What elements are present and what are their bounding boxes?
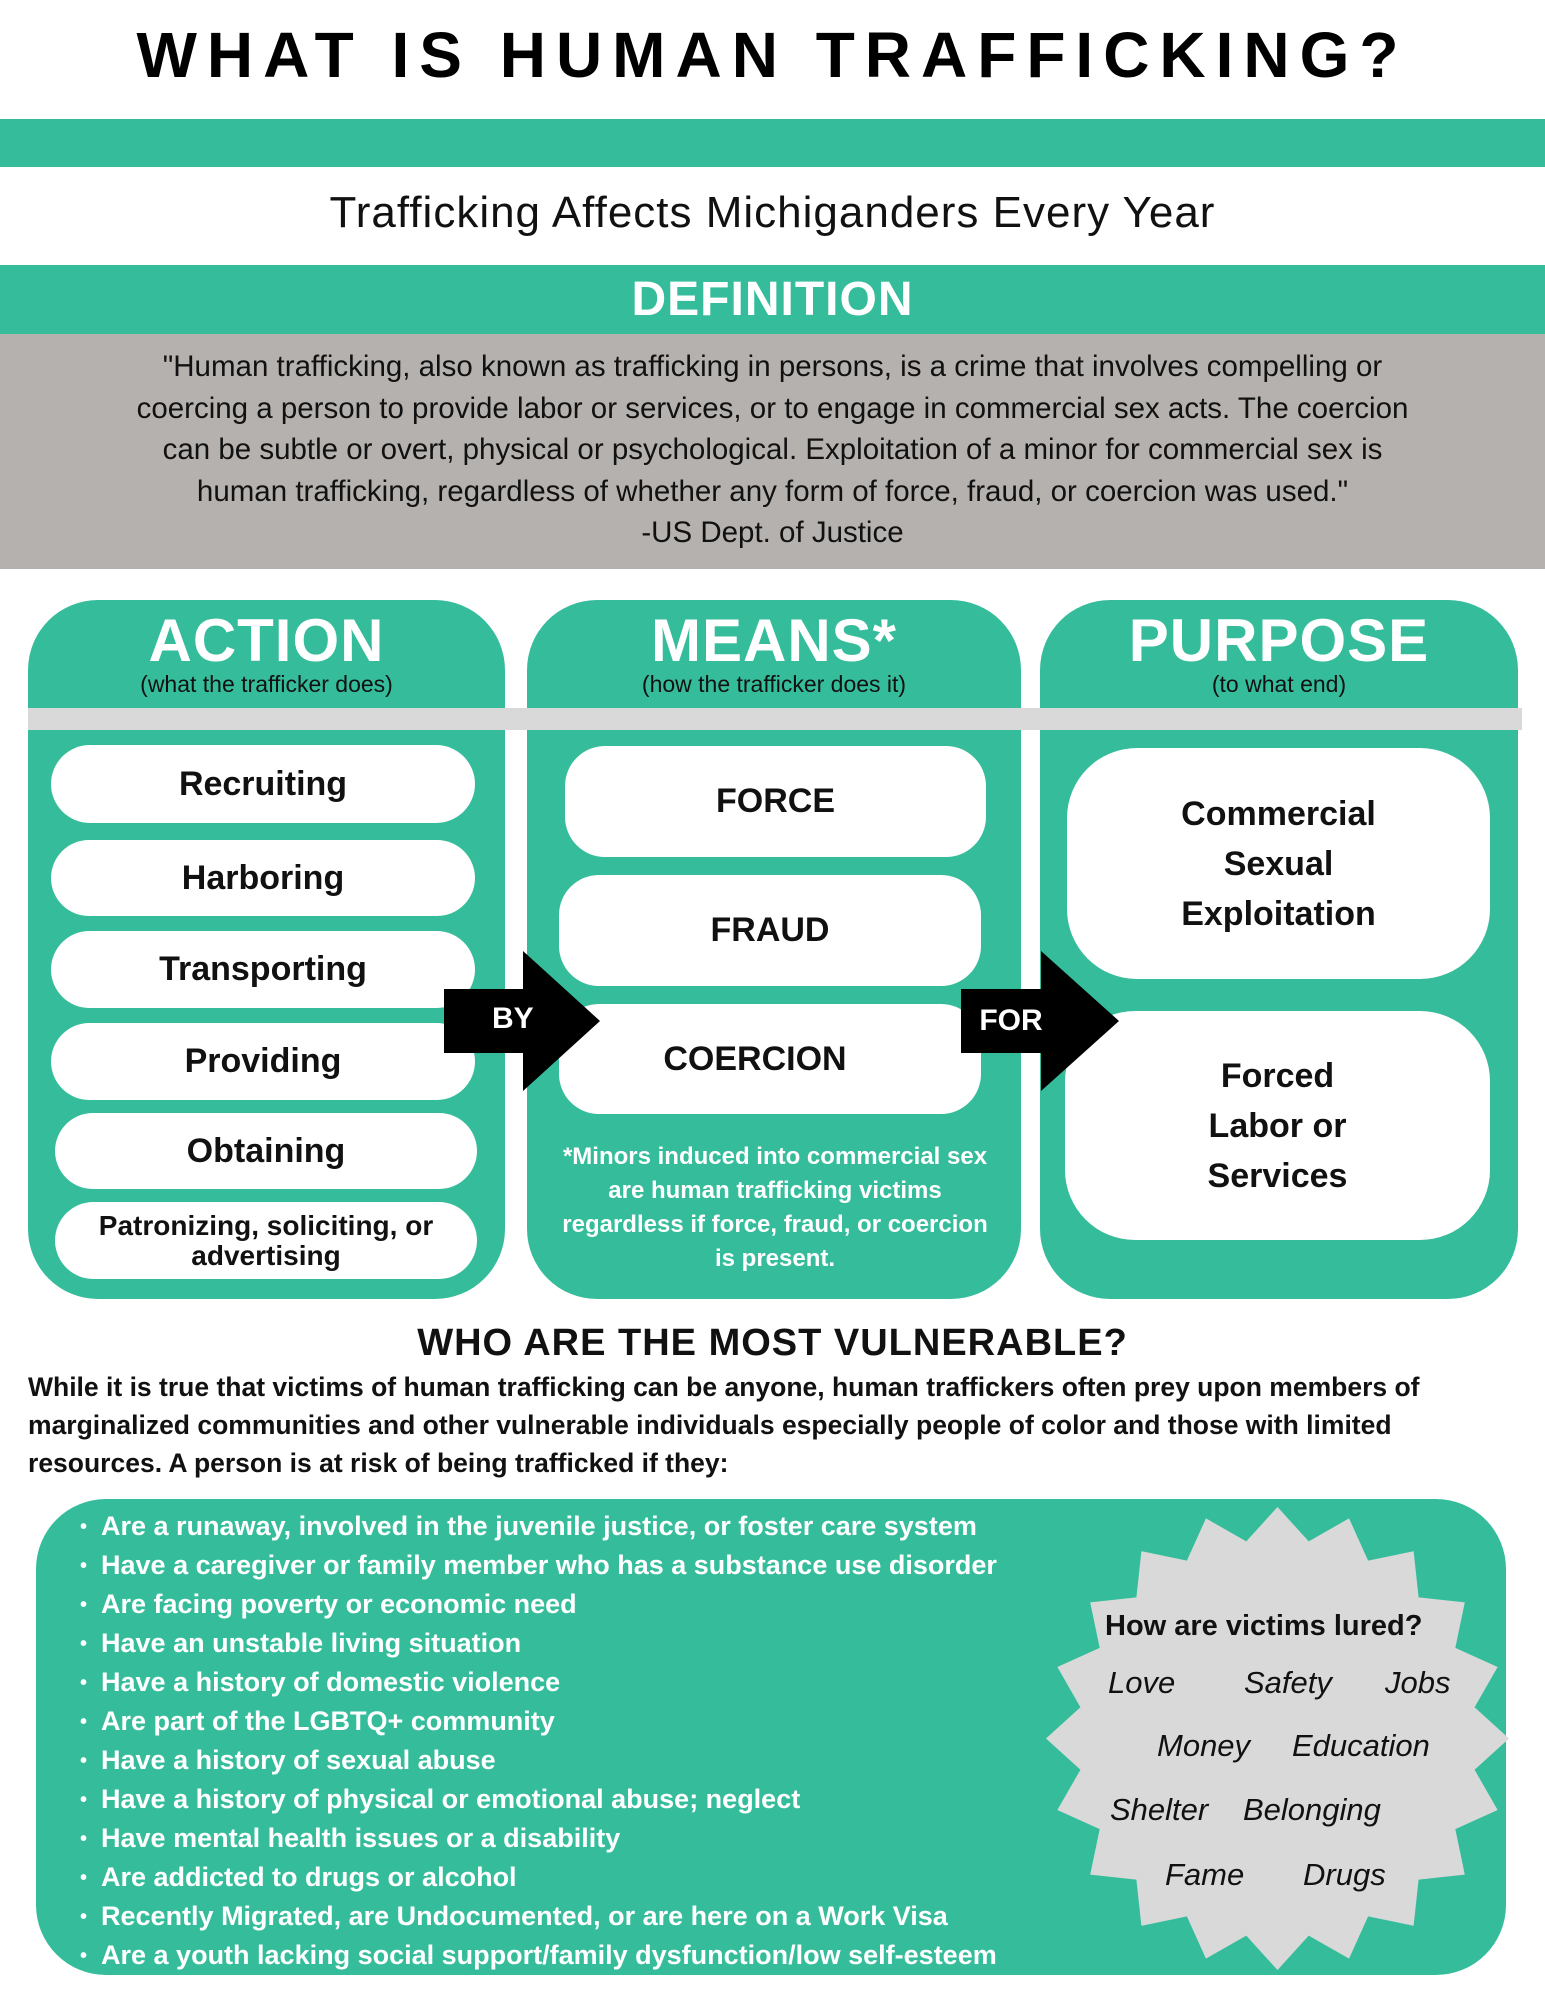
definition-line: can be subtle or overt, physical or psyc…: [162, 433, 1383, 466]
lures-heading: How are victims lured?: [1105, 1610, 1423, 1642]
minors-note: *Minors induced into commercial sex are …: [562, 1143, 988, 1272]
lure-word: Belonging: [1243, 1792, 1381, 1827]
lure-word: Money: [1157, 1728, 1251, 1763]
means-item: COERCION: [559, 1004, 981, 1114]
list-item: Have a caregiver or family member who ha…: [80, 1546, 997, 1585]
definition-line: "Human trafficking, also known as traffi…: [162, 350, 1383, 383]
list-item: Are a runaway, involved in the juvenile …: [80, 1507, 997, 1546]
lure-word: Drugs: [1303, 1857, 1386, 1892]
means-title: MEANS*: [650, 607, 898, 674]
lure-word: Fame: [1165, 1857, 1245, 1892]
list-item: Have an unstable living situation: [80, 1624, 997, 1663]
means-item: FORCE: [565, 746, 986, 857]
definition-line: human trafficking, regardless of whether…: [196, 474, 1349, 508]
purpose-title: PURPOSE: [1128, 607, 1430, 674]
action-item: Patronizing, soliciting, or advertising: [55, 1202, 477, 1279]
list-item: Recently Migrated, are Undocumented, or …: [80, 1897, 997, 1936]
list-item: Have a history of physical or emotional …: [80, 1780, 997, 1819]
list-item: Are part of the LGBTQ+ community: [80, 1702, 997, 1741]
action-item: Obtaining: [55, 1113, 477, 1189]
definition-heading: DEFINITION: [0, 265, 1545, 334]
means-subtitle: (how the trafficker does it): [641, 671, 907, 697]
for-label: FOR: [979, 1004, 1043, 1037]
for-arrow-icon: [961, 951, 1119, 1091]
purpose-item: Forced Labor or Services: [1065, 1011, 1490, 1240]
lure-word: Safety: [1244, 1665, 1332, 1700]
action-title: ACTION: [148, 607, 385, 674]
lure-word: Education: [1292, 1728, 1430, 1763]
action-item: Providing: [51, 1023, 475, 1100]
action-subtitle: (what the trafficker does): [140, 671, 393, 697]
definition-box: "Human trafficking, also known as traffi…: [0, 334, 1545, 569]
subtitle: Trafficking Affects Michiganders Every Y…: [329, 188, 1216, 237]
list-item: Have mental health issues or a disabilit…: [80, 1819, 997, 1858]
list-item: Are a youth lacking social support/famil…: [80, 1936, 997, 1975]
page-title: WHAT IS HUMAN TRAFFICKING?: [136, 19, 1409, 91]
divider-bar: [28, 708, 1522, 730]
action-item: Harboring: [51, 840, 475, 916]
action-item: Recruiting: [51, 745, 475, 823]
vulnerable-heading: WHO ARE THE MOST VULNERABLE?: [417, 1322, 1128, 1364]
list-item: Are facing poverty or economic need: [80, 1585, 997, 1624]
lure-word: Shelter: [1110, 1792, 1209, 1827]
starburst-shape: [1046, 1507, 1509, 1970]
risk-factors-list: Are a runaway, involved in the juvenile …: [80, 1507, 997, 1975]
purpose-item: Commercial Sexual Exploitation: [1067, 748, 1490, 979]
vulnerable-paragraph: While it is true that victims of human t…: [28, 1372, 1420, 1478]
definition-source: -US Dept. of Justice: [641, 516, 904, 549]
lure-word: Jobs: [1385, 1665, 1451, 1700]
list-item: Have a history of domestic violence: [80, 1663, 997, 1702]
list-item: Have a history of sexual abuse: [80, 1741, 997, 1780]
by-arrow-icon: [444, 951, 600, 1091]
purpose-subtitle: (to what end): [1211, 671, 1347, 697]
lure-word: Love: [1108, 1665, 1176, 1700]
definition-line: coercing a person to provide labor or se…: [136, 391, 1409, 425]
teal-band: [0, 119, 1545, 167]
means-item: FRAUD: [559, 875, 981, 986]
by-label: BY: [492, 1002, 534, 1035]
action-item: Transporting: [51, 931, 475, 1008]
list-item: Are addicted to drugs or alcohol: [80, 1858, 997, 1897]
